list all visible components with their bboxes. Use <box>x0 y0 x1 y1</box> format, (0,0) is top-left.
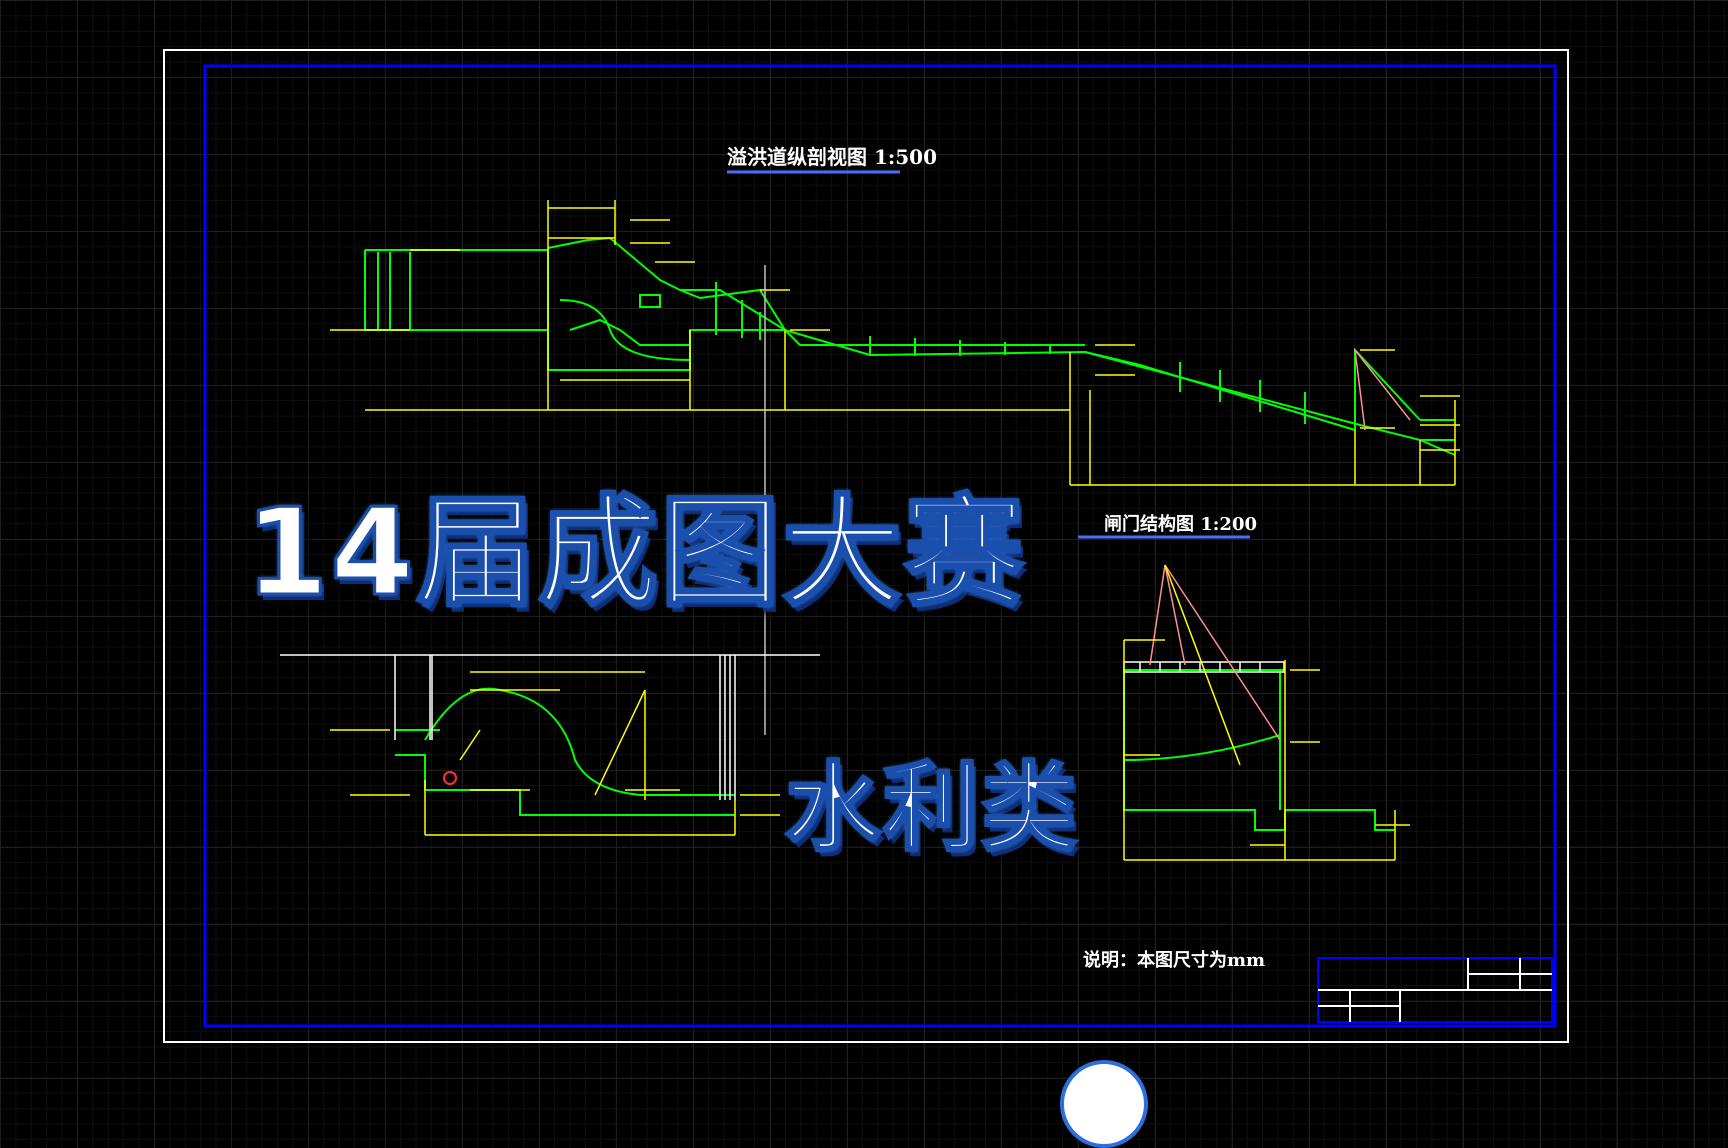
inner-frame <box>203 64 1557 1028</box>
gate-cables <box>1149 564 1281 766</box>
drawing-note: 说明：本图尺寸为mm <box>1083 949 1265 971</box>
title-block-lines <box>1318 958 1552 1022</box>
weir-detail <box>395 687 735 816</box>
outer-frame <box>163 49 1569 1043</box>
play-button-icon[interactable] <box>1060 1060 1148 1148</box>
gate-dimensions <box>1123 639 1410 861</box>
weir-gate-lines <box>330 671 780 836</box>
profile-gate-cable <box>1353 347 1411 431</box>
overlay-sub-title: 水利类 <box>784 751 1079 866</box>
profile-dimensions <box>330 200 1460 486</box>
cad-drawing-canvas: 溢洪道纵剖视图 1:500 <box>163 49 1569 1043</box>
gate-title: 闸门结构图 1:200 <box>1104 513 1257 535</box>
profile-title: 溢洪道纵剖视图 1:500 <box>727 145 937 169</box>
overlay-main-title: 14届成图大赛 <box>244 483 1026 625</box>
spillway-profile <box>364 236 1456 456</box>
gate-structure <box>1123 669 1395 831</box>
weir-walls <box>280 654 820 800</box>
weir-hinge <box>443 771 457 785</box>
